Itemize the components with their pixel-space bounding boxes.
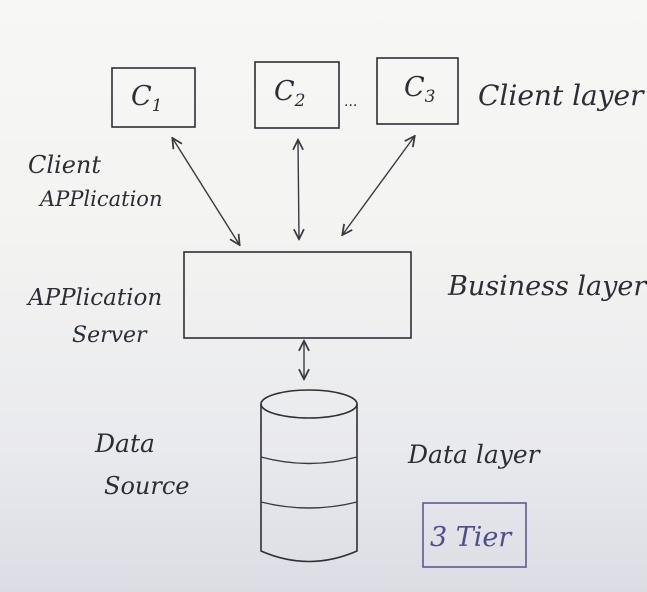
- svg-text:C3: C3: [404, 72, 436, 107]
- application-server-box: [183, 251, 412, 339]
- client-3-label: C: [404, 72, 425, 103]
- application-server-label-line2: Server: [72, 323, 148, 348]
- svg-text:C2: C2: [274, 76, 306, 111]
- client-application-label-line2: APPlication: [38, 187, 162, 211]
- tier-badge: 3 Tier: [422, 502, 527, 568]
- arrow-client3-server: [343, 137, 414, 234]
- svg-text:C1: C1: [131, 81, 163, 116]
- client-2-label: C: [274, 76, 295, 107]
- ellipsis: ...: [344, 94, 357, 110]
- client-application-label-line1: Client: [28, 151, 101, 179]
- client-box-2: C2: [254, 61, 340, 129]
- data-source-label-line1: Data: [94, 429, 155, 458]
- arrow-client2-server: [298, 141, 299, 238]
- application-server-label-line1: APPlication: [26, 285, 162, 311]
- client-1-subscript: 1: [152, 96, 163, 116]
- tier-label: 3 Tier: [430, 522, 513, 553]
- data-source-label-line2: Source: [104, 472, 189, 500]
- database-cylinder: [260, 389, 358, 563]
- arrow-client1-server: [173, 139, 239, 244]
- client-1-label: C: [131, 81, 152, 112]
- data-layer-label: Data layer: [407, 440, 542, 469]
- client-2-subscript: 2: [294, 91, 306, 111]
- business-layer-label: Business layer: [447, 271, 647, 302]
- client-3-subscript: 3: [425, 87, 436, 107]
- client-box-3: C3: [376, 57, 459, 125]
- client-box-1: C1: [111, 67, 196, 128]
- client-layer-label: Client layer: [478, 79, 645, 112]
